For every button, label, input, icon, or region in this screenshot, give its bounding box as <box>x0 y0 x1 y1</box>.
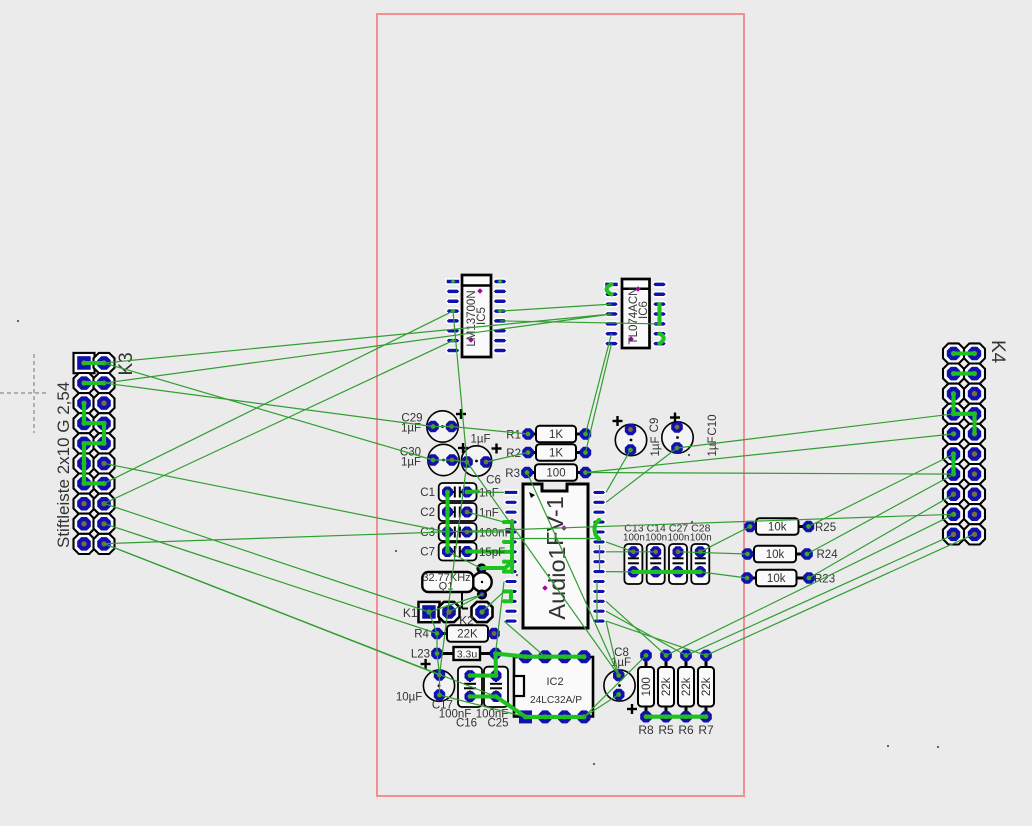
svg-text:1µF: 1µF <box>401 423 421 435</box>
svg-text:C8: C8 <box>614 647 629 659</box>
svg-text:C17: C17 <box>432 700 453 712</box>
svg-text:22k: 22k <box>701 677 713 696</box>
svg-text:R7: R7 <box>698 723 714 737</box>
svg-text:K1: K1 <box>403 606 418 620</box>
svg-text:C2: C2 <box>420 507 435 519</box>
svg-text:100n: 100n <box>623 533 645 544</box>
svg-text:Audio1: Audio1 <box>544 546 570 619</box>
svg-text:R5: R5 <box>658 723 674 737</box>
svg-text:R4: R4 <box>414 629 429 641</box>
svg-text:10k: 10k <box>767 573 786 585</box>
svg-text:1µF: 1µF <box>470 434 490 446</box>
svg-text:24LC32A/P: 24LC32A/P <box>530 695 582 706</box>
svg-text:3.3u: 3.3u <box>457 649 478 661</box>
svg-text:R25: R25 <box>815 522 836 534</box>
svg-text:32.77KHz: 32.77KHz <box>422 572 470 584</box>
svg-text:FV-1: FV-1 <box>542 496 568 546</box>
svg-text:R8: R8 <box>638 723 654 737</box>
svg-text:22k: 22k <box>661 677 673 696</box>
svg-text:C25: C25 <box>487 718 508 730</box>
svg-text:1K: 1K <box>549 429 563 441</box>
svg-text:R24: R24 <box>817 549 839 561</box>
svg-text:C29: C29 <box>401 413 422 425</box>
svg-text:1µF: 1µF <box>401 457 421 469</box>
svg-text:L23: L23 <box>411 649 430 661</box>
svg-text:TL074ACN: TL074ACN <box>628 288 640 345</box>
svg-text:C14: C14 <box>647 523 666 535</box>
svg-text:K2: K2 <box>459 614 474 628</box>
svg-text:100: 100 <box>546 468 565 480</box>
svg-text:R23: R23 <box>814 574 835 586</box>
svg-text:100n: 100n <box>690 533 712 544</box>
svg-text:C7: C7 <box>420 547 435 559</box>
svg-text:R3: R3 <box>505 468 520 480</box>
svg-text:IC2: IC2 <box>546 676 563 688</box>
svg-text:C1: C1 <box>420 487 435 499</box>
svg-text:10µF: 10µF <box>396 692 422 704</box>
svg-text:100n: 100n <box>645 533 667 544</box>
svg-text:1K: 1K <box>549 448 563 460</box>
svg-text:100n: 100n <box>668 533 690 544</box>
svg-text:100nF: 100nF <box>476 709 509 721</box>
svg-text:C6: C6 <box>486 475 501 487</box>
svg-text:IC6: IC6 <box>638 301 650 319</box>
svg-text:22K: 22K <box>457 629 478 641</box>
svg-text:Stiftleiste 2x10 G 2,54: Stiftleiste 2x10 G 2,54 <box>54 382 73 548</box>
svg-text:K4: K4 <box>987 340 1008 364</box>
svg-text:100: 100 <box>641 677 653 696</box>
svg-text:1µF: 1µF <box>707 436 719 456</box>
svg-text:10k: 10k <box>766 549 785 561</box>
svg-text:C28: C28 <box>691 523 710 535</box>
svg-text:1µF: 1µF <box>650 436 662 456</box>
svg-text:22k: 22k <box>681 677 693 696</box>
svg-text:C16: C16 <box>456 718 477 730</box>
svg-text:1µF: 1µF <box>611 657 631 669</box>
svg-text:Q1: Q1 <box>439 581 454 593</box>
svg-text:10k: 10k <box>768 522 787 534</box>
svg-text:15pF: 15pF <box>479 547 505 559</box>
svg-text:K3: K3 <box>116 352 137 375</box>
svg-text:R6: R6 <box>678 723 694 737</box>
svg-text:IC5: IC5 <box>476 307 488 325</box>
svg-text:R1: R1 <box>506 430 521 442</box>
svg-text:C27: C27 <box>669 523 688 535</box>
svg-text:C10: C10 <box>707 414 719 435</box>
svg-text:C9: C9 <box>649 418 661 433</box>
svg-text:100nF: 100nF <box>439 709 472 721</box>
